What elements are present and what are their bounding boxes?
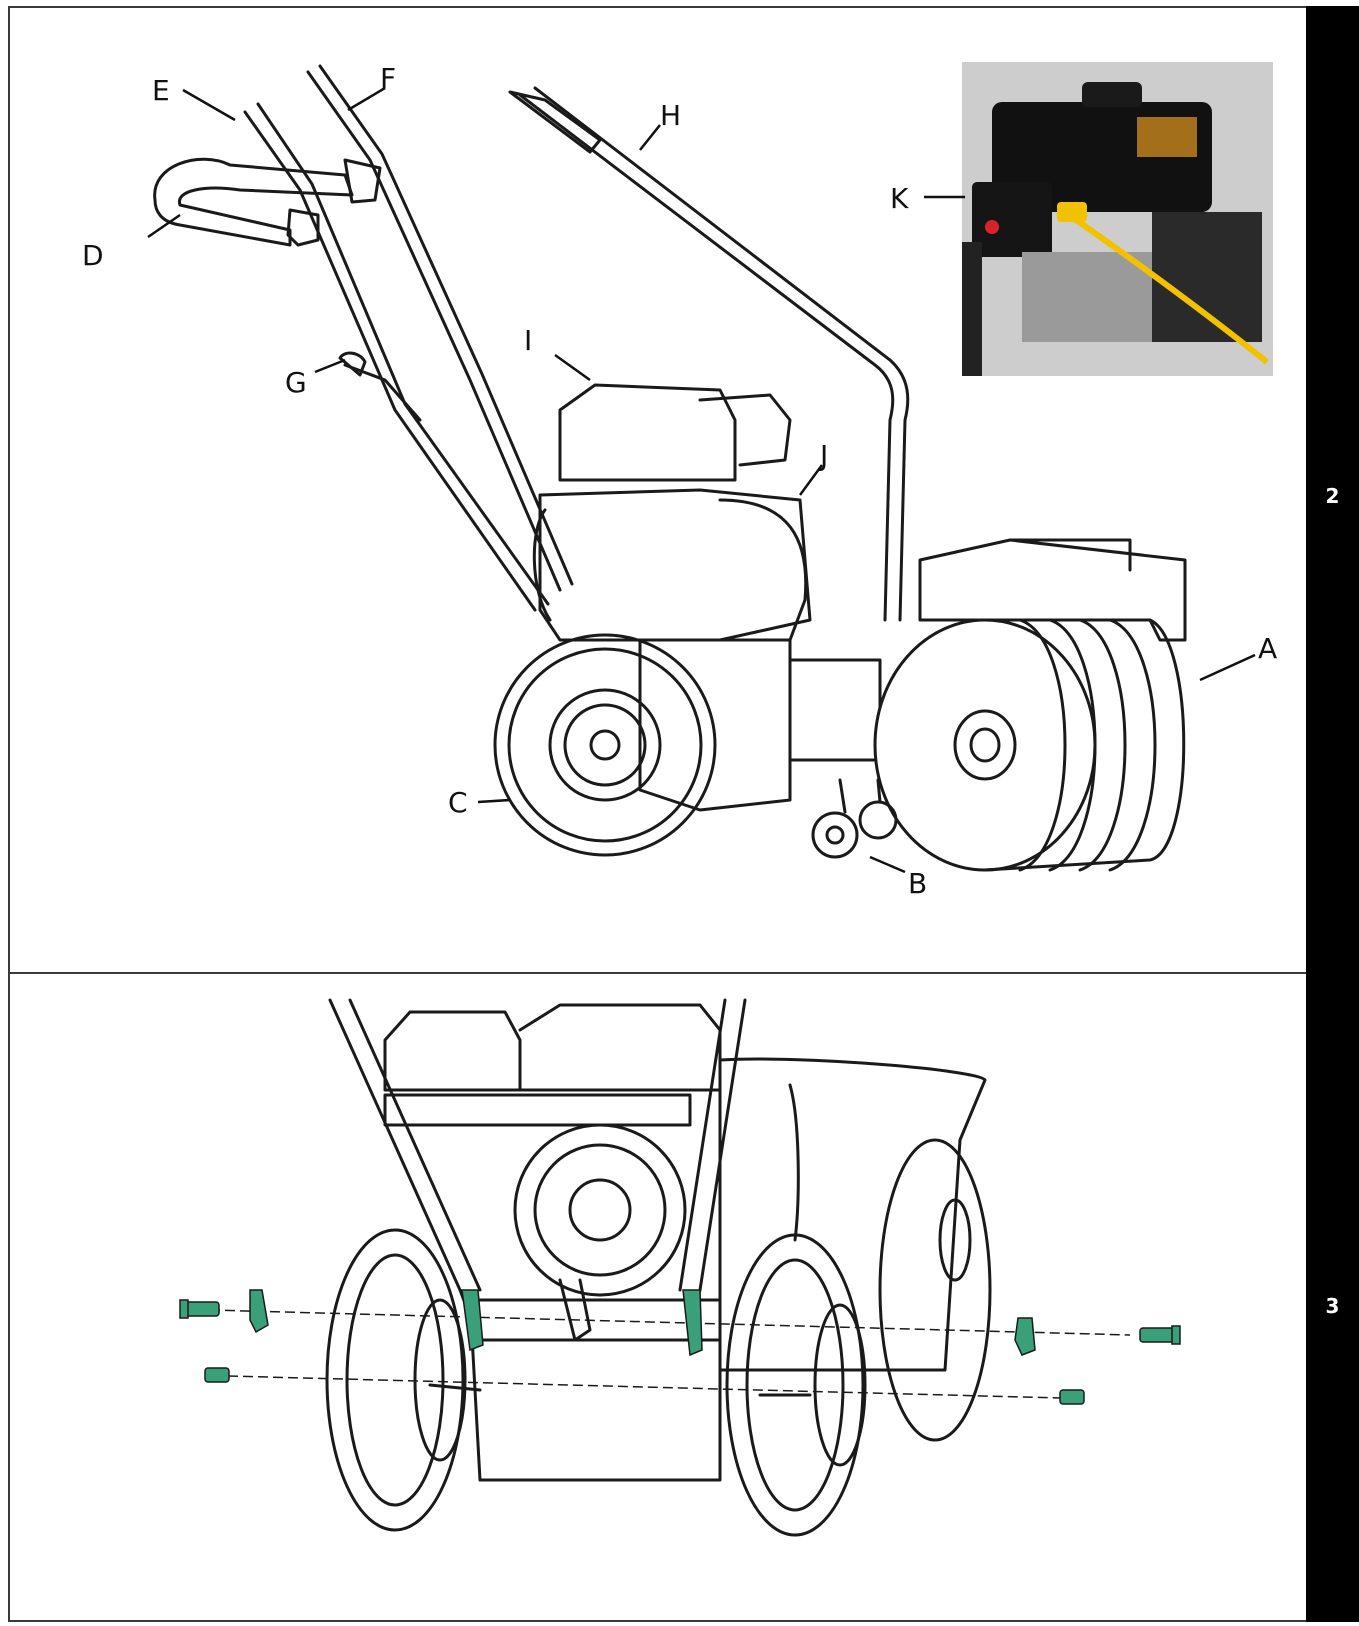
chassis-block [468, 1298, 722, 1482]
figure-number-3: 3 [1325, 1294, 1340, 1318]
callout-h: H [660, 99, 681, 132]
right-wheel [725, 1233, 865, 1537]
brush-drum [873, 618, 1097, 872]
engine-switch-photo [962, 62, 1273, 376]
figure-number-2: 2 [1325, 484, 1340, 508]
rear-handle [518, 93, 895, 622]
recoil-starter [513, 1123, 687, 1297]
figure-3-panel [8, 972, 1308, 1622]
engine-fuel-tank [558, 383, 737, 482]
engine-top-left [383, 1010, 522, 1092]
stop-switch-icon [985, 220, 999, 234]
mounting-hardware [179, 1289, 1181, 1405]
handle-left [328, 998, 477, 1332]
engine-body [538, 488, 812, 642]
clip-left [249, 1289, 269, 1334]
callout-b: B [908, 867, 927, 900]
left-wheel [325, 1228, 465, 1532]
callout-i: I [524, 324, 532, 357]
bolt-right-upper [1139, 1327, 1177, 1343]
callout-a: A [1258, 632, 1277, 665]
loop-handle [153, 157, 354, 247]
front-wheel [493, 633, 717, 857]
callout-c: C [448, 786, 468, 819]
callout-d: D [82, 239, 104, 272]
caster-wheel [811, 811, 859, 859]
callout-g: G [285, 366, 307, 399]
callout-k: K [890, 182, 909, 215]
brush-disc [878, 1138, 992, 1442]
callout-e: E [152, 74, 170, 107]
nut-left-lower [204, 1367, 230, 1383]
right-handle-bar [306, 70, 562, 592]
brush-housing [718, 1057, 987, 1372]
nut-right-lower [1059, 1389, 1085, 1405]
figure-number-strip: 2 3 [1306, 6, 1359, 1622]
callout-j: J [818, 439, 828, 472]
callout-f: F [380, 62, 396, 95]
brush-hood [918, 538, 1187, 642]
bracket-left [461, 1289, 484, 1352]
bracket-right [682, 1289, 703, 1357]
left-handle-bar [243, 110, 537, 612]
chassis-frame [638, 638, 792, 812]
clip-right [1014, 1317, 1036, 1356]
